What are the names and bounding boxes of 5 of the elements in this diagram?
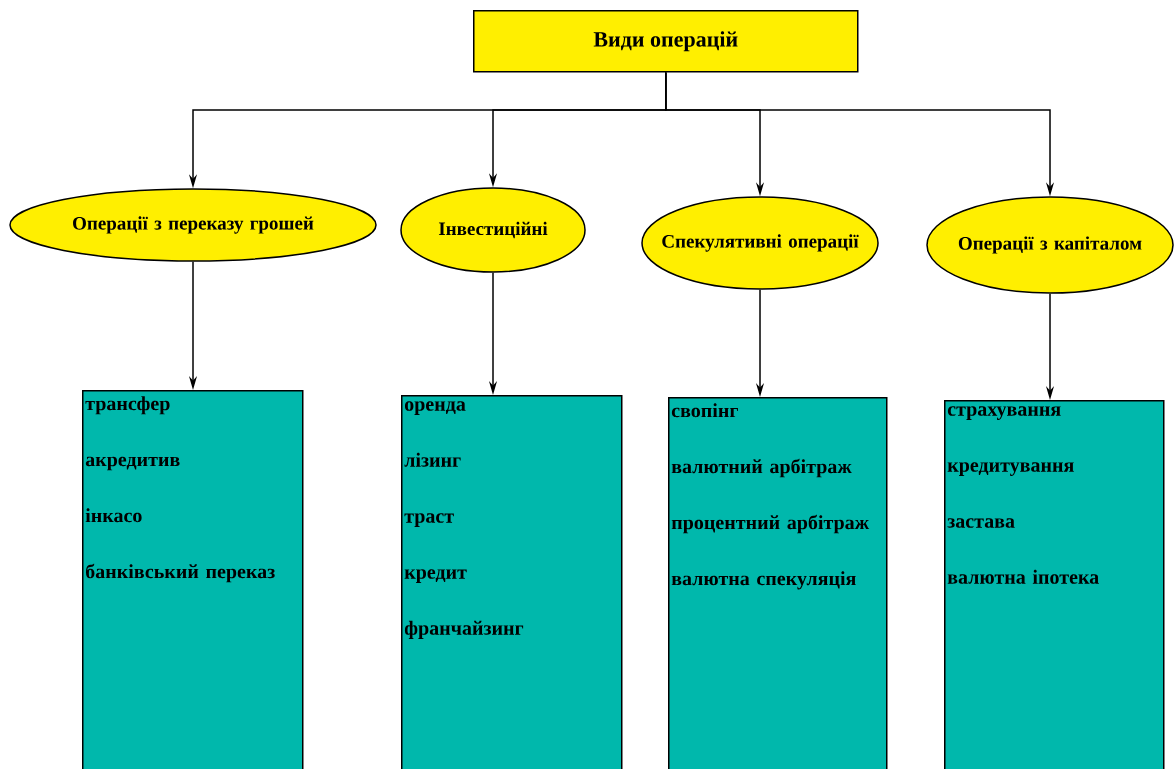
title-box: Види операцій bbox=[473, 10, 859, 73]
list-box: трансфер акредитив інкасо банківський переказ bbox=[82, 390, 304, 769]
list-box: страхування кредитування застава валютна іпотека bbox=[944, 400, 1165, 769]
list-box: оренда лізинг траст кредит франчайзинг bbox=[401, 395, 623, 769]
list-box: свопінг валютний арбітраж процентний арбітраж валютна спекуляція bbox=[668, 397, 888, 769]
